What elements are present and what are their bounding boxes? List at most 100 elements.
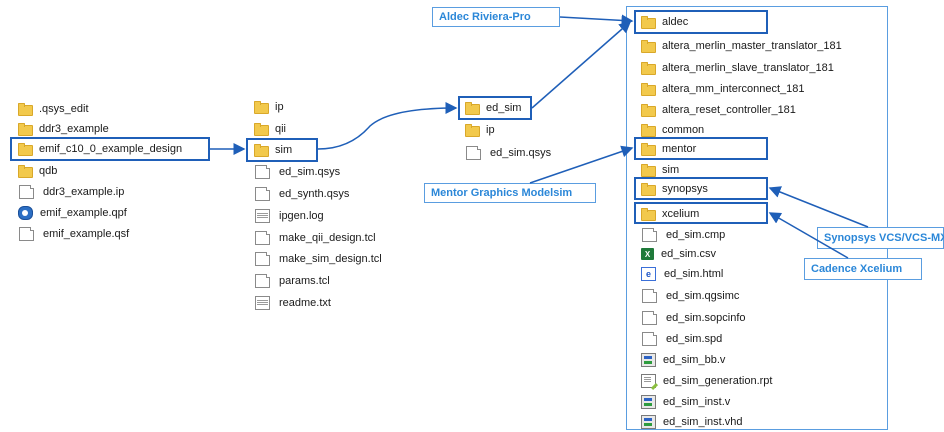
verilog-icon bbox=[641, 353, 656, 367]
list-item[interactable]: ed_sim.spd bbox=[641, 330, 722, 348]
folder-icon bbox=[641, 39, 656, 53]
list-item[interactable]: ip bbox=[465, 121, 495, 139]
item-label: ed_synth.qsys bbox=[279, 188, 350, 200]
item-label: ed_sim.qsys bbox=[490, 147, 552, 159]
list-item[interactable]: ddr3_example.ip bbox=[18, 183, 124, 201]
item-label: qii bbox=[275, 123, 287, 135]
list-item[interactable]: qii bbox=[254, 120, 286, 138]
item-label: ddr3_example bbox=[39, 123, 109, 135]
list-item[interactable]: aldec bbox=[641, 13, 688, 31]
folder-icon bbox=[641, 207, 656, 221]
list-item[interactable]: emif_example.qsf bbox=[18, 225, 129, 243]
html-icon: e bbox=[641, 267, 656, 281]
folder-icon bbox=[18, 164, 33, 178]
folder-icon bbox=[641, 182, 656, 196]
item-label: aldec bbox=[662, 16, 689, 28]
folder-icon bbox=[641, 15, 656, 29]
arrow-to-ed-sim bbox=[531, 21, 632, 109]
folder-icon bbox=[465, 123, 480, 137]
verilog-icon bbox=[641, 415, 656, 429]
highlight-ed-sim bbox=[458, 96, 532, 120]
item-label: ip bbox=[275, 101, 284, 113]
list-item[interactable]: readme.txt bbox=[254, 294, 331, 312]
list-item[interactable]: ed_sim.qgsimc bbox=[641, 287, 739, 305]
item-label: ed_sim.html bbox=[664, 268, 724, 280]
item-label: ip bbox=[486, 124, 495, 136]
item-label: sim bbox=[662, 164, 680, 176]
highlight-xcelium bbox=[634, 202, 768, 224]
list-item[interactable]: .qsys_edit bbox=[18, 100, 89, 118]
list-item[interactable]: altera_merlin_slave_translator_181 bbox=[641, 59, 834, 77]
folder-icon bbox=[254, 122, 269, 136]
list-item[interactable]: ip bbox=[254, 98, 284, 116]
item-label: common bbox=[662, 124, 705, 136]
list-item[interactable]: altera_merlin_master_translator_181 bbox=[641, 37, 842, 55]
file-icon bbox=[255, 187, 270, 201]
item-label: ed_sim_inst.vhd bbox=[663, 416, 743, 428]
arrow-aldec bbox=[559, 14, 634, 27]
folder-icon bbox=[18, 102, 33, 116]
list-item[interactable]: ed_sim.qsys bbox=[254, 163, 340, 181]
folder-icon bbox=[641, 123, 656, 137]
list-item[interactable]: ed_sim_inst.vhd bbox=[641, 413, 743, 431]
item-label: mentor bbox=[662, 143, 697, 155]
folder-icon bbox=[254, 100, 269, 114]
text-file-icon bbox=[255, 209, 270, 223]
item-label: ed_sim.csv bbox=[661, 248, 717, 260]
list-item[interactable]: qdb bbox=[18, 162, 57, 180]
list-item[interactable]: mentor bbox=[641, 140, 696, 158]
highlight-mentor bbox=[634, 137, 768, 160]
folder-icon bbox=[641, 103, 656, 117]
list-item[interactable]: e ed_sim.html bbox=[641, 265, 723, 283]
list-item[interactable]: emif_c10_0_example_design bbox=[18, 140, 182, 158]
folder-icon bbox=[465, 101, 480, 115]
list-item[interactable]: emif_example.qpf bbox=[18, 204, 127, 222]
callout-synopsys: Synopsys VCS/VCS-MX bbox=[817, 227, 944, 249]
item-label: make_sim_design.tcl bbox=[279, 253, 382, 265]
folder-icon bbox=[18, 142, 33, 156]
list-item[interactable]: ed_sim_inst.v bbox=[641, 393, 730, 411]
arrow-to-sim bbox=[317, 102, 458, 150]
list-item[interactable]: ed_sim.cmp bbox=[641, 226, 725, 244]
item-label: ipgen.log bbox=[279, 210, 324, 222]
list-item[interactable]: altera_reset_controller_181 bbox=[641, 101, 796, 119]
list-item[interactable]: make_qii_design.tcl bbox=[254, 229, 376, 247]
list-item[interactable]: ed_synth.qsys bbox=[254, 185, 349, 203]
item-label: ed_sim_bb.v bbox=[663, 354, 726, 366]
folder-icon bbox=[641, 82, 656, 96]
list-item[interactable]: sim bbox=[254, 141, 292, 159]
file-icon bbox=[19, 185, 34, 199]
file-icon bbox=[19, 227, 34, 241]
item-label: .qsys_edit bbox=[39, 103, 89, 115]
list-item[interactable]: common bbox=[641, 121, 704, 139]
ed-sim-folder-panel bbox=[626, 6, 888, 430]
list-item[interactable]: altera_mm_interconnect_181 bbox=[641, 80, 804, 98]
item-label: emif_example.qpf bbox=[40, 207, 127, 219]
item-label: qdb bbox=[39, 165, 58, 177]
list-item[interactable]: ed_sim bbox=[465, 99, 521, 117]
list-item[interactable]: ed_sim_bb.v bbox=[641, 351, 725, 369]
folder-icon bbox=[641, 142, 656, 156]
item-label: altera_merlin_slave_translator_181 bbox=[662, 62, 834, 74]
file-icon bbox=[255, 231, 270, 245]
list-item[interactable]: sim bbox=[641, 161, 679, 179]
list-item[interactable]: ed_sim.sopcinfo bbox=[641, 309, 746, 327]
list-item[interactable]: ddr3_example bbox=[18, 120, 109, 138]
folder-icon bbox=[641, 163, 656, 177]
list-item[interactable]: make_sim_design.tcl bbox=[254, 250, 382, 268]
list-item[interactable]: params.tcl bbox=[254, 272, 330, 290]
list-item[interactable]: ed_sim.qsys bbox=[465, 144, 551, 162]
list-item[interactable]: ipgen.log bbox=[254, 207, 324, 225]
item-label: ed_sim bbox=[486, 102, 522, 114]
file-icon bbox=[255, 274, 270, 288]
item-label: readme.txt bbox=[279, 297, 331, 309]
list-item[interactable]: ed_sim_generation.rpt bbox=[641, 372, 772, 390]
item-label: ed_sim_generation.rpt bbox=[663, 375, 773, 387]
item-label: ed_sim.qgsimc bbox=[666, 290, 740, 302]
item-label: altera_mm_interconnect_181 bbox=[662, 83, 805, 95]
file-icon bbox=[466, 146, 481, 160]
excel-icon: X bbox=[641, 248, 654, 260]
list-item[interactable]: synopsys bbox=[641, 180, 708, 198]
list-item[interactable]: xcelium bbox=[641, 205, 699, 223]
